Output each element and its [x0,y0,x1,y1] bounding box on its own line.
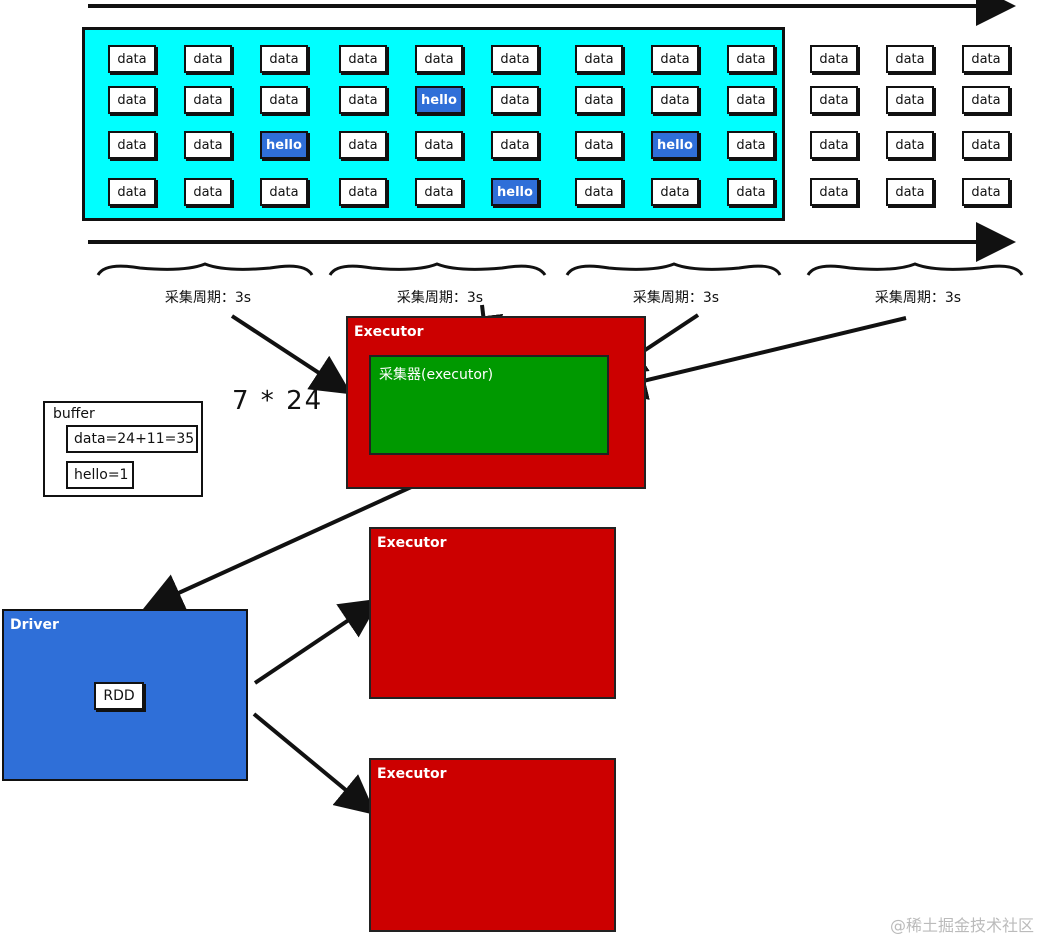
period-brace-3 [565,262,782,276]
period-label-2: 采集周期：3s [396,290,484,306]
data-cell-band-r2c0: data [108,131,156,159]
data-cell-band-r3c8: data [727,178,775,206]
rdd-box: RDD [94,682,144,710]
executor-2-title: Executor [377,535,447,551]
data-cell-outside-r3c2: data [962,178,1010,206]
executor-main-title: Executor [354,324,424,340]
period-brace-4 [806,262,1024,276]
data-cell-outside-r0c2: data [962,45,1010,73]
hello-cell-band-r2c2: hello [260,131,308,159]
driver-title: Driver [10,617,59,633]
period-brace-2 [328,262,547,276]
calc-label: 7 * 24 [232,386,324,416]
data-cell-band-r2c4: data [415,131,463,159]
data-cell-band-r0c6: data [575,45,623,73]
hello-cell-band-r3c5: hello [491,178,539,206]
data-cell-band-r3c1: data [184,178,232,206]
data-cell-band-r2c3: data [339,131,387,159]
collector-box [369,355,609,455]
data-cell-band-r1c3: data [339,86,387,114]
data-cell-band-r0c5: data [491,45,539,73]
collector-label: 采集器(executor) [379,367,494,383]
executor-2 [369,527,616,699]
arrow-driver-to-executor2 [253,598,381,685]
data-cell-band-r1c1: data [184,86,232,114]
data-cell-band-r0c4: data [415,45,463,73]
buffer-title: buffer [53,406,95,422]
period-label-3: 采集周期：3s [632,290,720,306]
data-cell-band-r0c2: data [260,45,308,73]
data-cell-band-r0c7: data [651,45,699,73]
data-cell-band-r3c4: data [415,178,463,206]
period-label-1: 采集周期：3s [164,290,252,306]
data-cell-outside-r2c2: data [962,131,1010,159]
hello-cell-band-r2c7: hello [651,131,699,159]
data-cell-band-r0c1: data [184,45,232,73]
arrow-period4-to-collector [606,316,907,400]
data-cell-outside-r2c0: data [810,131,858,159]
data-cell-band-r0c3: data [339,45,387,73]
driver-box [2,609,248,781]
data-cell-band-r3c6: data [575,178,623,206]
arrow-driver-to-executor3 [252,712,377,816]
data-cell-band-r0c0: data [108,45,156,73]
data-cell-outside-r3c0: data [810,178,858,206]
data-cell-outside-r1c0: data [810,86,858,114]
data-cell-outside-r2c1: data [886,131,934,159]
period-label-4: 采集周期：3s [874,290,962,306]
data-cell-band-r2c8: data [727,131,775,159]
data-cell-outside-r0c1: data [886,45,934,73]
data-cell-band-r2c5: data [491,131,539,159]
data-cell-band-r3c0: data [108,178,156,206]
executor-3 [369,758,616,932]
hello-cell-band-r1c4: hello [415,86,463,114]
data-cell-outside-r0c0: data [810,45,858,73]
data-cell-band-r1c2: data [260,86,308,114]
executor-3-title: Executor [377,766,447,782]
period-brace-1 [96,262,314,276]
data-cell-outside-r1c2: data [962,86,1010,114]
data-cell-band-r2c1: data [184,131,232,159]
data-cell-band-r1c7: data [651,86,699,114]
data-cell-band-r1c6: data [575,86,623,114]
data-cell-band-r2c6: data [575,131,623,159]
watermark: @稀土掘金技术社区 [889,916,1034,935]
data-cell-outside-r3c1: data [886,178,934,206]
data-cell-band-r3c2: data [260,178,308,206]
data-cell-band-r1c5: data [491,86,539,114]
data-cell-band-r1c8: data [727,86,775,114]
data-cell-band-r1c0: data [108,86,156,114]
data-cell-band-r0c8: data [727,45,775,73]
buffer-item-data: data=24+11=35 [66,425,198,453]
data-cell-band-r3c3: data [339,178,387,206]
buffer-item-hello: hello=1 [66,461,134,489]
data-cell-outside-r1c1: data [886,86,934,114]
arrow-period1-to-executor [230,314,352,395]
data-cell-band-r3c7: data [651,178,699,206]
